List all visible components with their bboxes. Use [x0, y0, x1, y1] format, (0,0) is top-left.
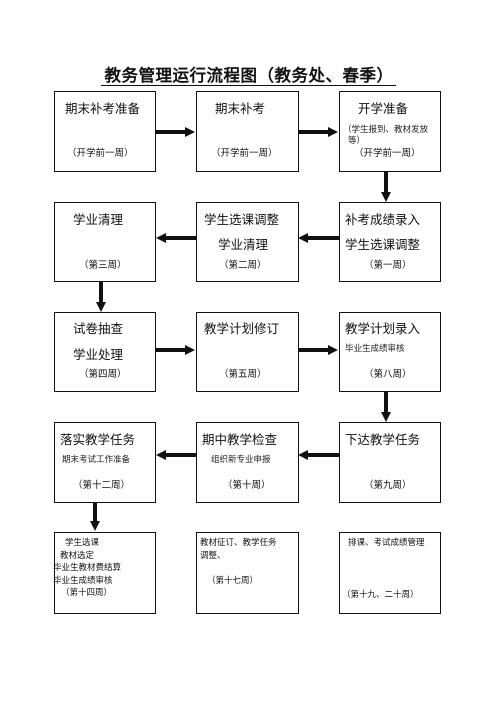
step-note: （学生报到、教材发放 — [343, 125, 429, 135]
step-scheduling-grade-mgmt: 排课、考试成绩管理 （第十九、二十周） — [339, 532, 441, 614]
arrow-head — [381, 192, 391, 202]
page-title: 教务管理运行流程图（教务处、春季） — [0, 62, 496, 86]
step-title: 期末补考 — [215, 101, 266, 116]
step-student-course-selection: 学生选课 教材选定 毕业生教材费结算 毕业生成绩审核 （第十四周） — [53, 532, 156, 614]
step-week: （开学前一周） — [67, 148, 134, 159]
step-title: 补考成绩录入 — [345, 212, 421, 227]
step-line: 教材选定 — [60, 551, 95, 561]
step-note: 组织新专业申报 — [211, 455, 271, 465]
arrow-head — [90, 521, 100, 531]
step-line: 教材征订、教学任务 — [200, 538, 277, 548]
step-week: （第一周） — [364, 260, 412, 271]
step-week: （第五周） — [219, 369, 267, 380]
step-title: 学业清理 — [73, 212, 124, 227]
step-issue-teaching-tasks: 下达教学任务 （第九周） — [339, 422, 441, 503]
step-makeup-grade-entry: 补考成绩录入 学生选课调整 （第一周） — [339, 202, 441, 282]
step-title: 落实教学任务 — [60, 432, 136, 447]
step-title: 下达教学任务 — [345, 432, 421, 447]
step-title: 教学计划修订 — [204, 321, 280, 336]
step-semester-prep: 开学准备 （学生报到、教材发放 等） （开学前一周） — [339, 91, 441, 172]
step-curriculum-entry: 教学计划录入 毕业生成绩审核 （第八周） — [339, 312, 441, 392]
step-note: 毕业生成绩审核 — [345, 344, 405, 354]
step-line: 毕业生成绩审核 — [53, 576, 113, 586]
step-textbook-order: 教材征订、教学任务 调整、 （第十七周） — [196, 532, 299, 614]
step-week: （第十九、二十周） — [342, 590, 419, 600]
step-title: 期中教学检查 — [202, 432, 278, 447]
arrow-head — [328, 345, 338, 355]
step-exam-spot-check: 试卷抽查 学业处理 （第四周） — [54, 312, 156, 392]
step-title: 学生选课调整 — [204, 212, 280, 227]
step-sub: 学业清理 — [218, 237, 269, 252]
step-week: （第十周） — [223, 480, 271, 491]
step-note: 期末考试工作准备 — [62, 455, 131, 465]
step-final-makeup-prep: 期末补考准备 （开学前一周） — [54, 91, 156, 172]
step-line: 学生选课 — [65, 538, 100, 548]
step-line: 排课、考试成绩管理 — [348, 538, 425, 548]
arrow-head — [156, 233, 166, 243]
step-line: 调整、 — [200, 551, 226, 561]
step-note: 等） — [348, 136, 366, 146]
step-midterm-inspection: 期中教学检查 组织新专业申报 （第十周） — [196, 422, 299, 503]
step-week: （开学前一周） — [354, 148, 421, 159]
step-academic-clearance: 学业清理 （第三周） — [54, 202, 156, 282]
step-title: 试卷抽查 — [73, 321, 124, 336]
arrow-head — [298, 233, 308, 243]
step-week: （第三周） — [79, 260, 127, 271]
step-final-makeup-exam: 期末补考 （开学前一周） — [196, 91, 299, 172]
step-week: （第九周） — [364, 480, 412, 491]
step-week: （第十二周） — [73, 480, 131, 491]
step-week: （第二周） — [219, 260, 267, 271]
step-title: 教学计划录入 — [345, 321, 421, 336]
arrow-head — [381, 412, 391, 422]
step-line: 毕业生教材费结算 — [53, 563, 122, 573]
step-sub: 学生选课调整 — [345, 237, 421, 252]
step-implement-teaching-tasks: 落实教学任务 期末考试工作准备 （第十二周） — [54, 422, 156, 503]
step-sub: 学业处理 — [73, 347, 124, 362]
step-week: （第十七周） — [207, 576, 259, 586]
step-week: （开学前一周） — [211, 148, 278, 159]
step-title: 期末补考准备 — [65, 101, 141, 116]
arrow-head — [96, 302, 106, 312]
step-week: （第四周） — [79, 369, 127, 380]
step-title: 开学准备 — [358, 101, 409, 116]
arrow-head — [156, 450, 166, 460]
arrow-head — [185, 127, 195, 137]
arrow-head — [328, 127, 338, 137]
arrow-head — [298, 450, 308, 460]
step-week: （第八周） — [364, 369, 412, 380]
title-text: 教务管理运行流程图（教务处、春季） — [100, 66, 396, 86]
step-week: （第十四周） — [61, 588, 113, 598]
step-curriculum-revision: 教学计划修订 （第五周） — [196, 312, 299, 392]
arrow-head — [185, 345, 195, 355]
step-course-selection-adjust: 学生选课调整 学业清理 （第二周） — [196, 202, 299, 282]
